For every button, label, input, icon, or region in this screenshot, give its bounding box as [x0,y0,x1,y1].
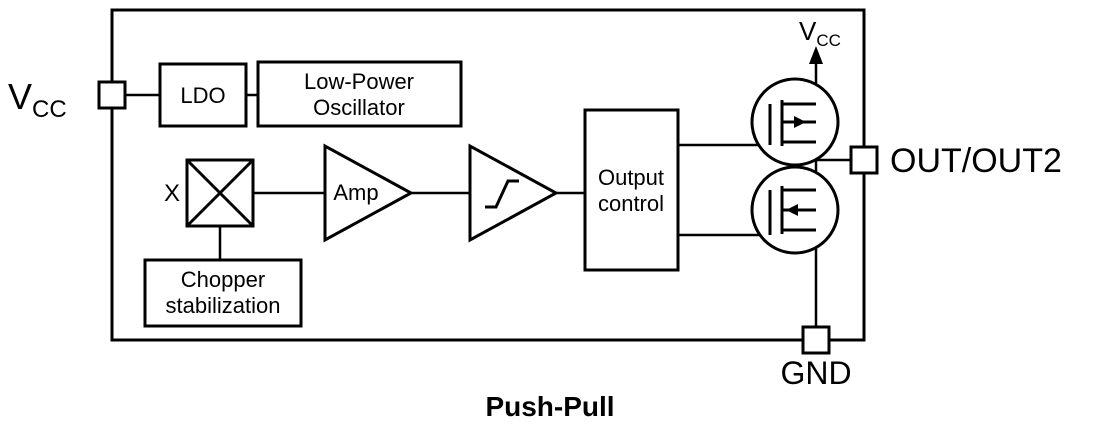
output-control-label-line1: Output [598,165,664,190]
vcc-top-label: VCC [799,16,841,50]
vcc-top-label-sub: CC [816,31,841,50]
output-control-box [583,108,680,272]
diagram-caption: Push-Pull [485,391,614,422]
mosfet-top-arrow-icon [794,116,806,128]
ldo-box [158,62,248,128]
ldo-label: LDO [180,83,225,108]
chopper-label-line2: stabilization [166,293,281,318]
hysteresis-icon [485,179,519,209]
amplifier-label: Amp [333,180,378,205]
vcc-top-label-main: V [799,16,817,46]
gnd-pin [801,325,831,355]
chopper-box [143,258,303,328]
output-control-label-line2: control [598,191,664,216]
vcc-left-label-main: V [8,76,32,117]
out-pin [849,145,879,175]
vcc-top-arrow-icon [809,46,823,64]
vcc-left-pin [97,80,127,110]
mosfet-bottom-arrow-icon [786,204,798,216]
hall-element-label: X [164,180,180,207]
gnd-label: GND [780,355,851,391]
chopper-label-line1: Chopper [181,267,265,292]
amplifier-triangle [323,143,415,243]
hall-element-diagonal-2 [185,158,255,228]
oscillator-box [256,60,463,128]
schmitt-trigger-triangle [468,143,560,243]
oscillator-label-line1: Low-Power [304,69,414,94]
vcc-left-label-sub: CC [32,96,67,123]
out-label: OUT/OUT2 [890,142,1062,180]
vcc-left-label: VCC [8,76,67,123]
oscillator-label-line2: Oscillator [313,95,405,120]
